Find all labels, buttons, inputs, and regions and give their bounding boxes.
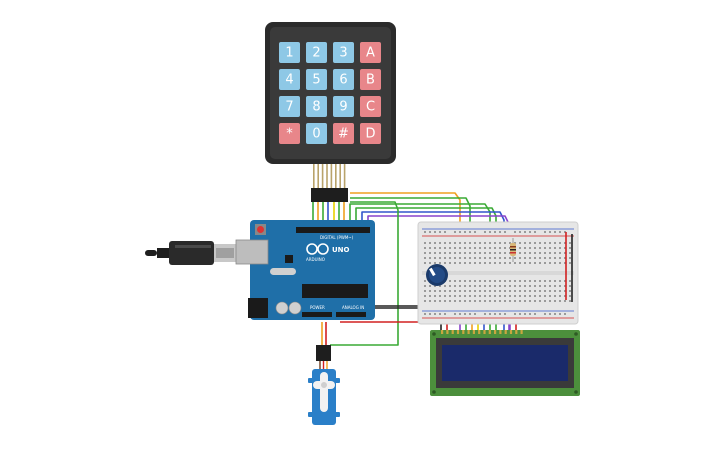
keypad-key-label: #	[338, 127, 349, 142]
keypad-keys: 1 2 3 A 4 5 6 B 7 8 9 C * 0 # D	[279, 42, 381, 144]
arduino-model-label: UNO	[332, 246, 350, 254]
keypad-key[interactable]: 2	[306, 42, 327, 63]
keypad-key[interactable]: 6	[333, 69, 354, 90]
keypad-key[interactable]: 9	[333, 96, 354, 117]
keypad-key-label: C	[366, 100, 375, 115]
keypad-key-label: 5	[312, 73, 320, 88]
arduino-logo	[306, 243, 329, 255]
servo-horn[interactable]	[313, 372, 335, 412]
breadboard-holes	[424, 231, 571, 315]
keypad-key-label: 2	[312, 46, 320, 61]
servo-motor[interactable]	[308, 345, 340, 425]
keypad-key[interactable]: 0	[306, 123, 327, 144]
keypad-key[interactable]: 4	[279, 69, 300, 90]
keypad-4x4[interactable]: 1 2 3 A 4 5 6 B 7 8 9 C * 0 # D	[265, 22, 396, 164]
arduino-uno-board[interactable]: ARDUINO UNO DIGITAL (PWM~) POWER ANALOG …	[235, 220, 375, 320]
keypad-key[interactable]: 8	[306, 96, 327, 117]
lcd-16x2[interactable]	[430, 330, 580, 396]
usb-cable[interactable]	[145, 241, 236, 265]
resistor[interactable]	[510, 238, 516, 262]
keypad-key-label: 8	[312, 100, 320, 115]
keypad-key-label: 6	[339, 73, 347, 88]
keypad-key[interactable]: C	[360, 96, 381, 117]
keypad-key-label: 9	[339, 100, 347, 115]
power-header-label: POWER	[310, 305, 325, 310]
keypad-key[interactable]: B	[360, 69, 381, 90]
keypad-key[interactable]: *	[279, 123, 300, 144]
potentiometer[interactable]	[426, 264, 448, 286]
keypad-key-label: 4	[285, 73, 293, 88]
keypad-connector	[311, 164, 348, 202]
arduino-brand-label: ARDUINO	[306, 257, 325, 262]
keypad-key[interactable]: #	[333, 123, 354, 144]
keypad-key[interactable]: 3	[333, 42, 354, 63]
analog-header-label: ANALOG IN	[342, 305, 364, 310]
keypad-key[interactable]: 7	[279, 96, 300, 117]
keypad-key-label: A	[366, 46, 375, 61]
keypad-key-label: D	[365, 127, 375, 142]
lcd-pins	[441, 330, 523, 334]
keypad-key-label: 3	[339, 46, 347, 61]
keypad-key[interactable]: 1	[279, 42, 300, 63]
keypad-key-label: B	[366, 73, 375, 88]
digital-header-label: DIGITAL (PWM~)	[320, 235, 354, 240]
keypad-key-label: 7	[285, 100, 293, 115]
keypad-key-label: 1	[285, 46, 293, 61]
keypad-key-label: *	[286, 127, 293, 142]
keypad-key[interactable]: D	[360, 123, 381, 144]
keypad-key-label: 0	[312, 127, 320, 142]
keypad-key[interactable]: 5	[306, 69, 327, 90]
keypad-key[interactable]: A	[360, 42, 381, 63]
breadboard[interactable]	[417, 221, 579, 325]
